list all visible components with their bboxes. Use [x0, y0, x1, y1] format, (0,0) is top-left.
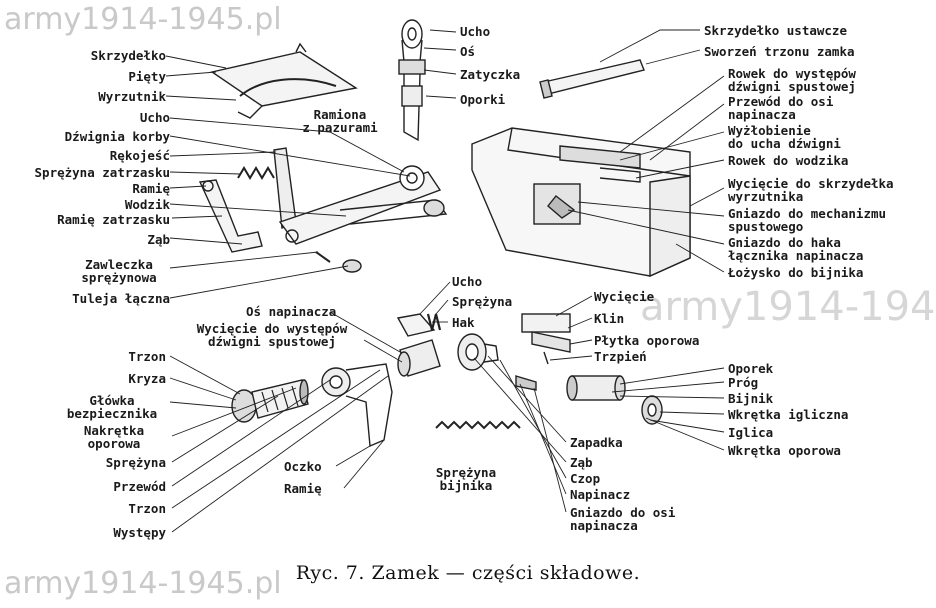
label-wodzik: Wodzik [124, 197, 170, 212]
label-os-napinacza: Oś napinacza [246, 304, 337, 319]
label-sprezyna-mid: Sprężyna [452, 294, 513, 309]
label-ucho-mid: Ucho [452, 274, 483, 289]
label-gniazdo-osi: Gniazdo do osi napinacza [570, 505, 676, 533]
label-ramiona: Ramiona z pazurami [302, 107, 378, 135]
label-ramie-left: Ramię [132, 181, 170, 196]
label-glowka: Główka bezpiecznika [66, 393, 158, 421]
striker-part [566, 375, 626, 401]
leader-lines [165, 29, 725, 533]
label-zatyczka: Zatyczka [460, 67, 521, 82]
label-wyciecie-skrzydelka: Wycięcie do skrzydełka wyrzutnika [728, 176, 894, 204]
label-gniazdo-mech: Gniazdo do mechanizmu spustowego [728, 206, 887, 234]
label-oporek: Oporek [728, 361, 774, 376]
label-czop: Czop [570, 471, 601, 486]
hook-part [396, 313, 442, 337]
safety-bolt-part [231, 379, 309, 423]
label-iglica: Iglica [728, 425, 774, 440]
label-wystepy: Występy [113, 525, 166, 540]
label-oporki: Oporki [460, 92, 506, 107]
label-wyciecie: Wycięcie [594, 289, 655, 304]
label-dzwignia-korby: Dźwignia korby [64, 129, 170, 144]
label-skrzydelko: Skrzydełko [90, 48, 166, 63]
bushing-part [342, 259, 362, 273]
label-sprezyna-low: Sprężyna [105, 455, 166, 470]
label-przewod: Przewód [113, 479, 166, 494]
label-oczko: Oczko [284, 459, 322, 474]
label-zab-left: Ząb [147, 232, 170, 247]
label-rowek-wystepow: Rowek do występów dźwigni spustowej [728, 66, 856, 94]
label-sprezyna-bijnika: Sprężyna bijnika [435, 465, 497, 493]
label-hak: Hak [452, 315, 475, 330]
cocking-axle-part [397, 339, 441, 377]
label-ucho-left: Ucho [139, 110, 170, 125]
safety-lever-part [321, 363, 393, 448]
label-nakretka: Nakrętka oporowa [83, 423, 145, 451]
figure-caption: Ryc. 7. Zamek — części składowe. [295, 562, 641, 584]
label-kryza: Kryza [128, 371, 166, 386]
label-sworzen: Sworzeń trzonu zamka [704, 44, 855, 59]
label-trzpien: Trzpień [594, 349, 647, 364]
cocking-piece-part [457, 333, 499, 371]
label-wkretka-iglicz: Wkrętka igliczna [728, 407, 849, 422]
striker-spring-part [435, 420, 521, 430]
label-trzon-2: Trzon [128, 501, 166, 516]
pin-assembly-part [398, 19, 426, 142]
wedge-plate-part [521, 313, 571, 365]
label-trzon-1: Trzon [128, 349, 166, 364]
label-ramie-zatrzasku: Ramię zatrzasku [57, 212, 170, 227]
label-wyzlobienie: Wyżłobienie do ucha dźwigni [728, 123, 841, 151]
label-ucho-top: Ucho [460, 24, 491, 39]
label-rekojesc: Rękojeść [109, 148, 170, 163]
label-sprezyna-zatrzasku: Sprężyna zatrzasku [34, 165, 170, 180]
label-gniazdo-haka: Gniazdo do haka łącznika napinacza [728, 235, 864, 263]
label-przewod-osi: Przewód do osi napinacza [728, 94, 834, 122]
small-screw-part [515, 375, 537, 391]
label-piety: Pięty [128, 69, 166, 84]
bolt-pin-part [539, 59, 645, 99]
label-bijnik: Bijnik [728, 391, 774, 406]
label-wyciecie-wystepow: Wycięcie do występów dźwigni spustowej [196, 321, 348, 349]
cotter-pin-part [315, 251, 331, 263]
label-wyrzutnik: Wyrzutnik [98, 89, 166, 104]
label-plytka: Płytka oporowa [594, 333, 700, 348]
label-lozysko: Łożysko do bijnika [728, 265, 864, 280]
ejector-wing-part [210, 42, 358, 119]
latch-spring-part [237, 166, 275, 180]
label-os-top: Oś [460, 44, 476, 59]
label-zapadka: Zapadka [570, 435, 623, 450]
firing-pin-screw-part [641, 395, 663, 425]
label-prog: Próg [728, 375, 759, 390]
watermark-middle: army1914-1945.pl [640, 284, 936, 330]
label-ramie-low: Ramię [284, 481, 322, 496]
label-zawleczka: Zawleczka sprężynowa [81, 257, 157, 285]
watermark-top: army1914-1945.pl [4, 2, 282, 37]
label-skrzydelko-ustawcze: Skrzydełko ustawcze [704, 23, 847, 38]
crank-lever-part [273, 147, 448, 245]
label-tuleja: Tuleja łączna [72, 291, 170, 306]
label-napinacz: Napinacz [570, 487, 631, 502]
label-klin: Klin [594, 311, 625, 326]
label-wkretka-opor: Wkrętka oporowa [728, 443, 841, 458]
label-rowek-wodzika: Rowek do wodzika [728, 153, 849, 168]
label-zab-low: Ząb [570, 455, 593, 470]
watermark-bottom: army1914-1945.pl [4, 566, 282, 601]
